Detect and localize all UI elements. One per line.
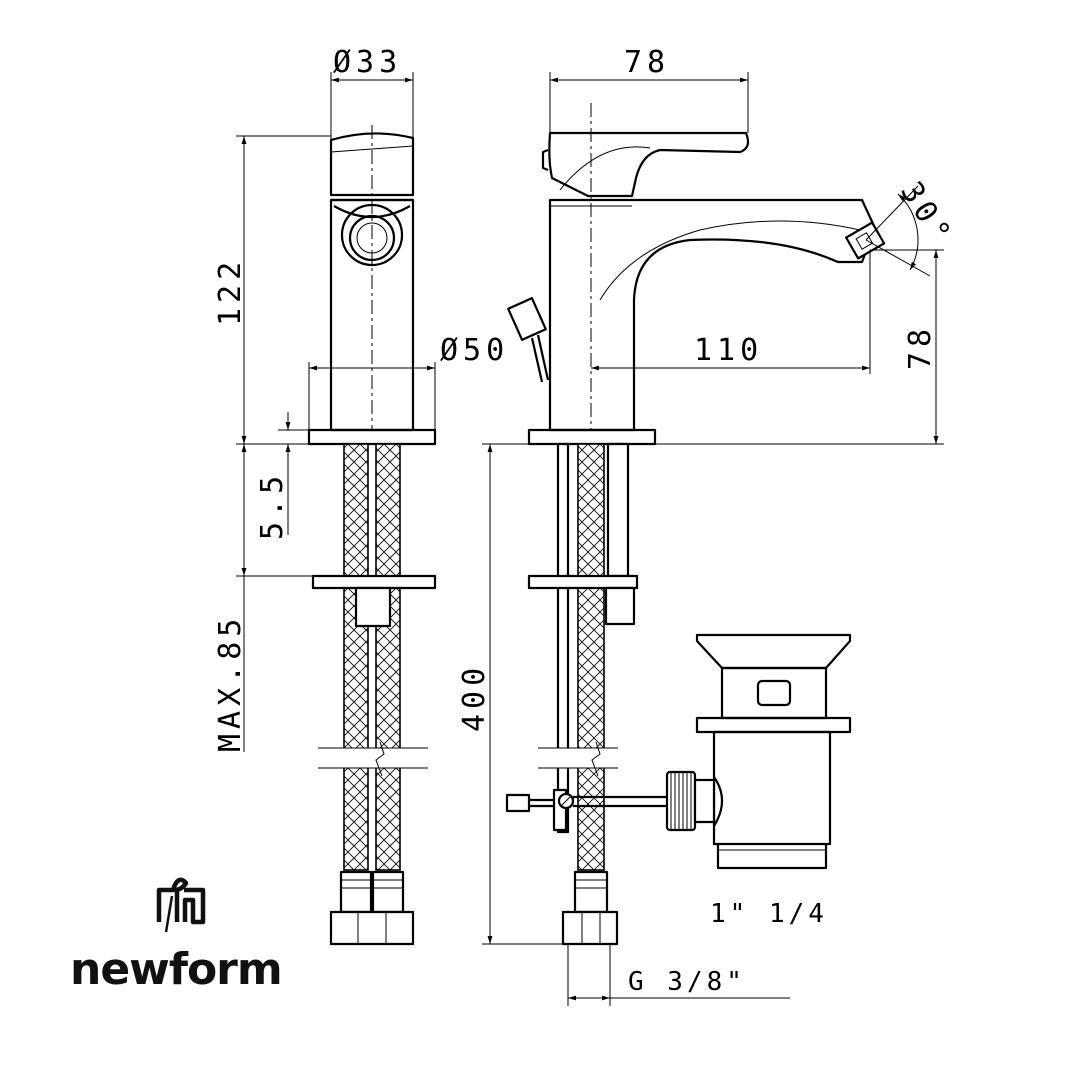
label-side-width: 78: [624, 45, 670, 80]
side-break-symbol: [538, 741, 618, 777]
label-body-height: 122: [213, 257, 248, 326]
newform-logo-icon: [156, 877, 206, 933]
label-spout-reach: 110: [694, 333, 763, 368]
front-fittings: [329, 870, 415, 946]
side-popup-rod: [507, 297, 550, 383]
label-max-deck: MAX.85: [213, 614, 248, 752]
label-spout-height: 78: [903, 324, 938, 370]
side-fitting: [561, 870, 619, 946]
front-hose-right: [375, 443, 401, 871]
brand-name: newform: [70, 944, 282, 995]
front-base: [307, 428, 437, 446]
side-view: [505, 103, 886, 946]
dimension-lines: [236, 72, 944, 1006]
label-spout-angle: 30°: [893, 176, 959, 253]
label-hose-connection: G 3/8": [628, 967, 746, 997]
label-hose-length: 400: [457, 663, 492, 732]
front-mount-plate: [311, 574, 437, 590]
side-linkage: [505, 788, 670, 832]
side-hose: [577, 443, 605, 871]
popup-waste: [665, 633, 852, 870]
front-view: [307, 125, 437, 946]
side-body-spout: [548, 198, 877, 432]
label-deck-gap: 5.5: [255, 471, 290, 540]
side-rod: [556, 442, 570, 834]
side-base: [527, 428, 657, 446]
label-waste-size: 1" 1/4: [710, 899, 828, 929]
front-handle: [329, 132, 415, 197]
front-break-symbol: [318, 741, 428, 777]
side-lever: [548, 131, 750, 198]
side-mount-plate: [527, 574, 639, 590]
label-base-diameter: Ø50: [440, 333, 509, 368]
front-hose-left: [343, 443, 369, 871]
label-front-diameter: Ø33: [333, 45, 402, 80]
